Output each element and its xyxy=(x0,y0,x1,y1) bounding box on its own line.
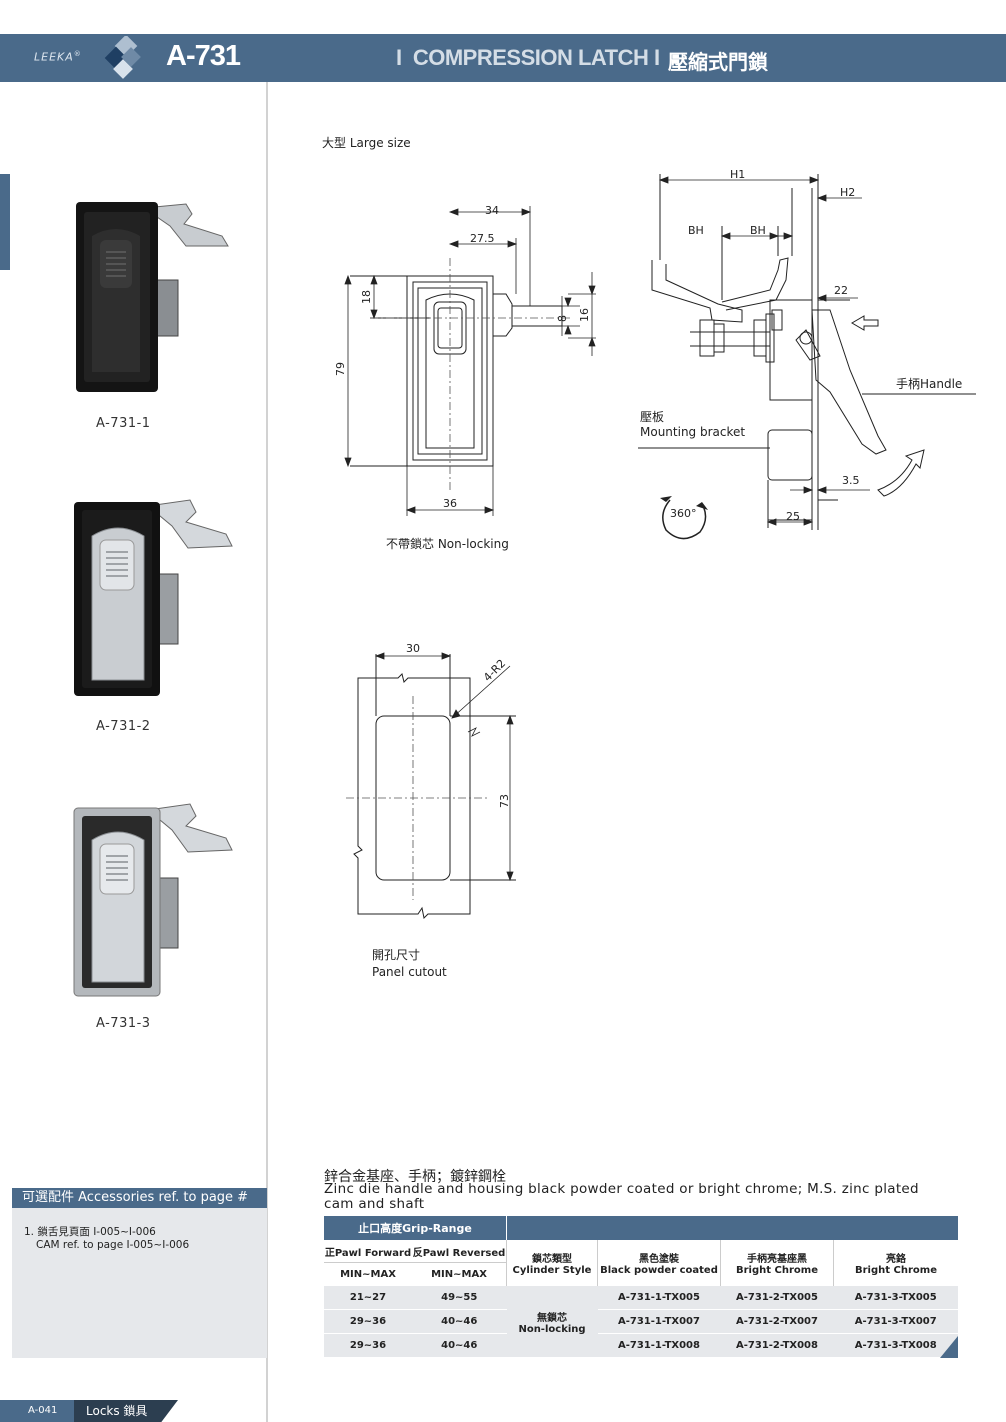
col-reversed: 反Pawl Reversed xyxy=(412,1240,507,1263)
row-reversed: 40~46 xyxy=(412,1309,507,1334)
title-chinese: 壓縮式門鎖 xyxy=(668,50,768,74)
cutout-drawing: 30 73 4-R2 xyxy=(346,642,516,920)
side-view-drawing: H1 H2 BH BH 22 3.5 25 360° xyxy=(638,168,976,540)
cutout-caption-en: Panel cutout xyxy=(372,965,447,979)
row-forward: 21~27 xyxy=(324,1285,412,1310)
spec-table: 止口高度Grip-Range 正Pawl Forward 反Pawl Rever… xyxy=(324,1216,958,1357)
sidebar-divider xyxy=(266,82,268,1422)
accessories-box xyxy=(12,1208,267,1358)
brand-logo: LEEKA® xyxy=(34,50,82,64)
dim-bh-1: BH xyxy=(688,224,704,237)
row-forward: 29~36 xyxy=(324,1333,412,1357)
row-black: A-731-1-TX008 xyxy=(597,1333,721,1357)
minmax-reversed: MIN~MAX xyxy=(431,1268,487,1280)
row-reversed: 49~55 xyxy=(412,1285,507,1310)
col-forward: 正Pawl Forward xyxy=(324,1240,412,1263)
header-bar xyxy=(0,34,1006,82)
product-image-3 xyxy=(73,803,233,997)
dim-3-5: 3.5 xyxy=(842,474,860,487)
title-english: I COMPRESSION LATCH I xyxy=(396,45,660,70)
row-chrome: A-731-3-TX007 xyxy=(833,1309,958,1334)
dim-30: 30 xyxy=(406,642,420,655)
table-row: 29~36 40~46 A-731-1-TX008 A-731-2-TX008 … xyxy=(324,1333,958,1357)
table-corner-accent xyxy=(940,1336,958,1358)
accessories-line-2: CAM ref. to page I-005~I-006 xyxy=(36,1239,190,1251)
dim-73: 73 xyxy=(498,794,511,808)
dim-8: 8 xyxy=(556,315,569,322)
model-number: A-731 xyxy=(166,40,241,72)
dim-h2: H2 xyxy=(840,186,855,199)
product-caption-3: A-731-3 xyxy=(96,1016,151,1031)
bracket-label-en: Mounting bracket xyxy=(640,425,746,439)
dim-22: 22 xyxy=(834,284,848,297)
row-black: A-731-1-TX007 xyxy=(597,1309,721,1334)
dim-36: 36 xyxy=(443,497,457,510)
material-cn: 鋅合金基座、手柄；鍍鋅鋼栓 xyxy=(324,1169,506,1185)
row-chrome: A-731-3-TX008 xyxy=(833,1333,958,1357)
side-tab-marker xyxy=(0,174,10,270)
row-chrome: A-731-3-TX005 xyxy=(833,1285,958,1310)
accessories-title: 可選配件 Accessories ref. to page # xyxy=(12,1188,267,1208)
row-reversed: 40~46 xyxy=(412,1333,507,1357)
front-view-drawing: 34 27.5 79 18 8 16 36 xyxy=(334,204,596,516)
footer-page-number: A-041 xyxy=(0,1400,74,1422)
dim-34: 34 xyxy=(485,204,499,217)
dim-h1: H1 xyxy=(730,168,745,181)
minmax-forward: MIN~MAX xyxy=(340,1268,396,1280)
product-image-2 xyxy=(74,499,233,696)
row-forward: 29~36 xyxy=(324,1309,412,1334)
dim-79: 79 xyxy=(334,362,347,376)
product-caption-2: A-731-2 xyxy=(96,719,151,734)
dim-27-5: 27.5 xyxy=(470,232,495,245)
row-handle-bright: A-731-2-TX007 xyxy=(720,1309,834,1334)
handle-label: 手柄Handle xyxy=(896,377,963,391)
front-view-caption: 不帶鎖芯 Non-locking xyxy=(386,537,509,551)
product-caption-1: A-731-1 xyxy=(96,416,151,431)
diamond-logo-icon xyxy=(104,36,141,79)
row-handle-bright: A-731-2-TX008 xyxy=(720,1333,834,1357)
material-en: Zinc die handle and housing black powder… xyxy=(324,1181,919,1212)
row-black: A-731-1-TX005 xyxy=(597,1285,721,1310)
dim-25: 25 xyxy=(786,510,800,523)
dim-bh-2: BH xyxy=(750,224,766,237)
bracket-label-cn: 壓板 xyxy=(640,410,665,424)
dim-16: 16 xyxy=(578,308,591,322)
table-row: 29~36 40~46 A-731-1-TX007 A-731-2-TX007 … xyxy=(324,1309,958,1334)
footer-section: Locks 鎖具 xyxy=(74,1400,178,1422)
product-image-1 xyxy=(76,202,229,392)
size-label: 大型 Large size xyxy=(322,136,411,150)
accessories-line-1: 1. 鎖舌見頁面 I-005~I-006 xyxy=(24,1226,156,1238)
rotation-label: 360° xyxy=(670,507,697,520)
cutout-caption-cn: 開孔尺寸 xyxy=(372,948,421,962)
row-handle-bright: A-731-2-TX005 xyxy=(720,1285,834,1310)
dim-18: 18 xyxy=(360,290,373,304)
grip-range-header: 止口高度Grip-Range xyxy=(324,1216,507,1240)
